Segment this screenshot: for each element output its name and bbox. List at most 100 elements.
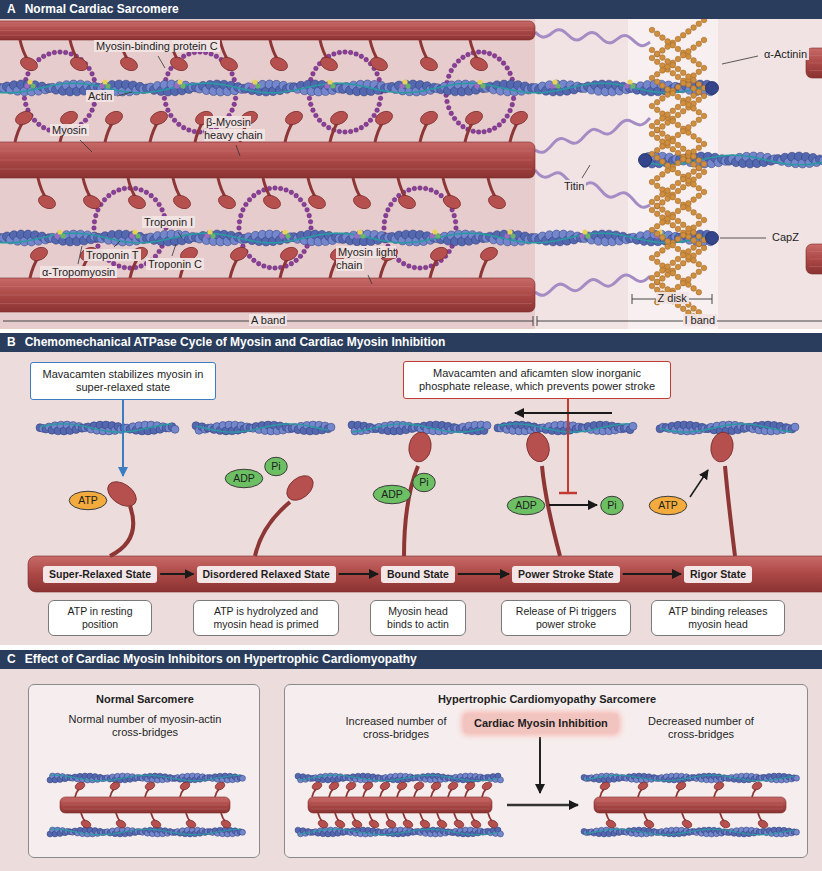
- actin-bead: [327, 423, 335, 431]
- binding-protein-bead: [241, 208, 246, 213]
- myosin-head: [311, 781, 323, 792]
- binding-protein-bead: [407, 264, 412, 269]
- actinin-bead: [665, 168, 671, 174]
- troponin-bead: [477, 79, 482, 84]
- actinin-bead: [675, 188, 681, 194]
- actinin-bead: [660, 144, 666, 150]
- tropomyosin-strand: [498, 424, 630, 432]
- actinin-bead: [660, 35, 666, 41]
- actinin-bead: [675, 142, 681, 148]
- binding-protein-bead: [92, 226, 97, 231]
- actinin-bead: [660, 200, 666, 206]
- binding-protein-bead: [302, 249, 307, 254]
- binding-protein-bead: [160, 208, 165, 213]
- actinin-bead: [665, 135, 671, 141]
- binding-protein-bead: [332, 52, 337, 57]
- binding-protein-bead: [364, 122, 369, 127]
- filament-striation: [311, 801, 489, 802]
- binding-protein-bead: [214, 54, 219, 59]
- actinin-bead: [680, 280, 686, 286]
- actinin-bead: [680, 176, 686, 182]
- myosin-head: [418, 55, 439, 73]
- actinin-bead: [696, 165, 702, 171]
- troponin-bead: [432, 229, 437, 234]
- leader-line: [368, 275, 372, 284]
- actinin-bead: [691, 93, 697, 99]
- tropomyosin-strand: [660, 424, 792, 432]
- actinin-bead: [654, 127, 660, 133]
- actinin-bead: [665, 112, 671, 118]
- binding-protein-bead: [461, 55, 466, 60]
- binding-protein-bead: [289, 190, 294, 195]
- actinin-bead: [686, 29, 692, 35]
- actinin-bead: [696, 89, 702, 95]
- myosin-head: [109, 781, 121, 792]
- actinin-bead: [696, 249, 702, 255]
- actinin-bead: [686, 178, 692, 184]
- binding-protein-bead: [505, 114, 510, 119]
- actinin-bead: [691, 306, 697, 312]
- binding-protein-bead: [153, 197, 158, 202]
- myosin-head: [306, 193, 327, 211]
- actinin-bead: [660, 116, 666, 122]
- actinin-bead: [654, 71, 660, 77]
- troponin-bead: [282, 229, 287, 234]
- actinin-bead: [675, 284, 681, 290]
- actinin-bead: [654, 279, 660, 285]
- actinin-bead: [675, 226, 681, 232]
- leader-line: [117, 92, 132, 96]
- thick-filament: [308, 797, 492, 813]
- leader-line: [236, 145, 240, 156]
- filament-striation: [809, 251, 822, 252]
- actinin-bead: [675, 274, 681, 280]
- actinin-bead: [691, 45, 697, 51]
- actinin-bead: [660, 172, 666, 178]
- myosin-head: [447, 781, 459, 792]
- actinin-bead: [649, 255, 655, 261]
- actinin-bead: [680, 184, 686, 190]
- actinin-bead: [686, 282, 692, 288]
- binding-protein-bead: [508, 108, 513, 113]
- leader-line: [178, 232, 182, 238]
- actinin-bead: [670, 166, 676, 172]
- actinin-bead: [654, 147, 660, 153]
- thick-filament: [0, 142, 535, 178]
- filament-striation: [809, 70, 822, 71]
- myosin-head: [36, 193, 57, 211]
- binding-protein-bead: [378, 96, 383, 101]
- binding-protein-bead: [117, 188, 122, 193]
- binding-protein-bead: [262, 264, 267, 269]
- actinin-bead: [675, 84, 681, 90]
- leader-line: [720, 238, 766, 239]
- binding-protein-bead: [47, 52, 52, 57]
- binding-protein-bead: [111, 190, 116, 195]
- binding-protein-bead: [372, 113, 377, 118]
- binding-protein-bead: [289, 261, 294, 266]
- titin-strand: [535, 30, 650, 46]
- actinin-bead: [675, 112, 681, 118]
- binding-protein-bead: [26, 72, 31, 77]
- binding-protein-bead: [397, 258, 402, 263]
- actinin-bead: [691, 245, 697, 251]
- binding-protein-bead: [307, 96, 312, 101]
- actinin-bead: [649, 131, 655, 137]
- actinin-bead: [665, 120, 671, 126]
- binding-protein-bead: [476, 50, 481, 55]
- actinin-bead: [680, 100, 686, 106]
- actinin-bead: [680, 32, 686, 38]
- actinin-bead: [675, 66, 681, 72]
- myosin-head: [464, 781, 476, 792]
- actinin-bead: [701, 217, 707, 223]
- binding-protein-bead: [278, 186, 283, 191]
- binding-protein-bead: [364, 57, 369, 62]
- inhibitor-bar: [559, 492, 577, 495]
- actinin-bead: [654, 175, 660, 181]
- myosin-head: [328, 781, 340, 792]
- binding-protein-bead: [92, 102, 97, 107]
- actinin-bead: [680, 146, 686, 152]
- actinin-bead: [665, 239, 671, 245]
- tropomyosin-strand: [645, 155, 822, 165]
- actinin-bead: [691, 197, 697, 203]
- actinin-bead: [701, 189, 707, 195]
- binding-protein-bead: [177, 122, 182, 127]
